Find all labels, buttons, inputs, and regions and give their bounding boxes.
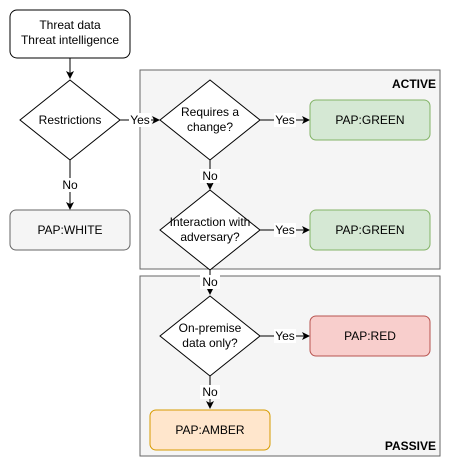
label-bg-restrictions-yes xyxy=(129,113,151,127)
requires-change-decision xyxy=(159,79,261,161)
edge-label-restrictions-no: No xyxy=(62,178,78,192)
label-bg-interaction-no xyxy=(200,275,220,289)
edge-label-onprem-no: No xyxy=(202,385,218,399)
interaction-line1: Interaction with xyxy=(170,215,251,229)
start-node-line2: Threat intelligence xyxy=(21,33,119,47)
pap-green-box-2 xyxy=(309,209,431,251)
pap-amber-box xyxy=(149,409,271,451)
restrictions-decision xyxy=(19,79,121,161)
pap-red-label: PAP:RED xyxy=(344,329,396,343)
label-bg-change-yes xyxy=(274,113,296,127)
pap-amber-label: PAP:AMBER xyxy=(175,423,244,437)
requires-change-line1: Requires a xyxy=(181,105,239,119)
restrictions-decision-label: Restrictions xyxy=(39,113,102,127)
on-premise-line2: data only? xyxy=(182,336,238,350)
pap-white-box xyxy=(9,209,131,251)
on-premise-line1: On-premise xyxy=(179,321,242,335)
edge-label-interaction-no: No xyxy=(202,275,218,289)
label-bg-onprem-no xyxy=(200,385,220,399)
requires-change-line2: change? xyxy=(187,120,233,134)
label-bg-restrictions-no xyxy=(60,178,80,192)
start-node xyxy=(9,9,131,59)
passive-zone-label: PASSIVE xyxy=(385,439,436,453)
edge-label-onprem-yes: Yes xyxy=(275,329,295,343)
interaction-line2: adversary? xyxy=(180,230,240,244)
on-premise-decision xyxy=(159,295,261,377)
edge-label-restrictions-yes: Yes xyxy=(130,113,150,127)
label-bg-onprem-yes xyxy=(274,329,296,343)
edge-label-change-yes: Yes xyxy=(275,113,295,127)
label-bg-interaction-yes xyxy=(274,223,296,237)
pap-white-label: PAP:WHITE xyxy=(37,223,102,237)
edge-label-change-no: No xyxy=(202,169,218,183)
pap-green-box-1 xyxy=(309,99,431,141)
pap-red-box xyxy=(309,315,431,357)
edge-label-interaction-yes: Yes xyxy=(275,223,295,237)
active-zone-label: ACTIVE xyxy=(392,77,436,91)
start-node-line1: Threat data xyxy=(39,18,101,32)
label-bg-change-no xyxy=(200,169,220,183)
pap-green-label-2: PAP:GREEN xyxy=(335,223,404,237)
pap-green-label-1: PAP:GREEN xyxy=(335,113,404,127)
interaction-decision xyxy=(159,189,261,271)
